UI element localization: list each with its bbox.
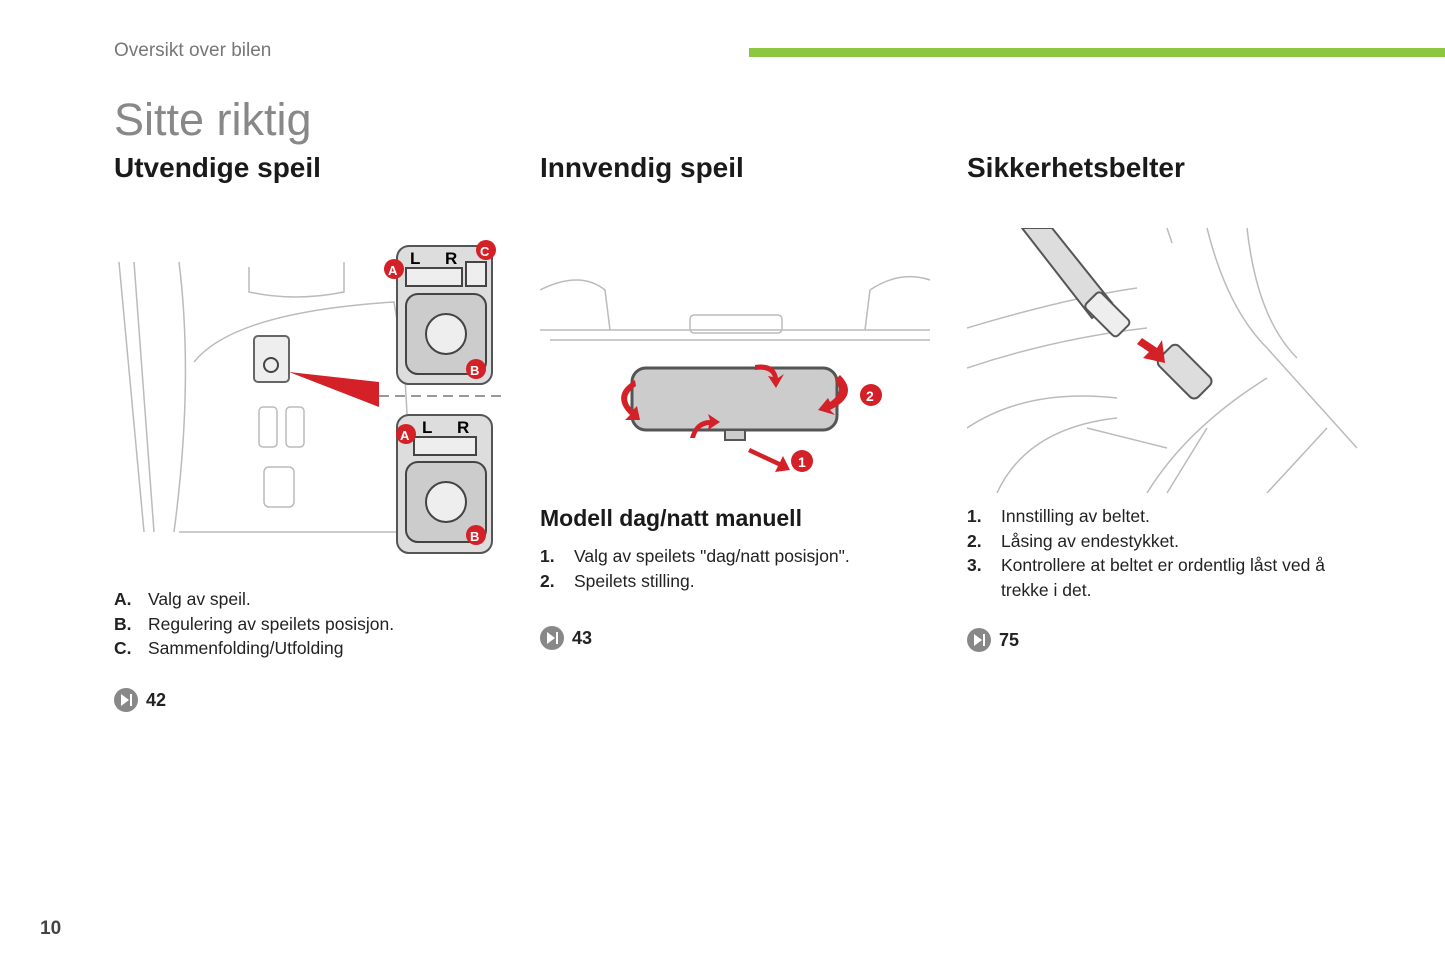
svg-text:R: R (457, 418, 469, 437)
section-label: Oversikt over bilen (114, 40, 272, 61)
list-item: A.Valg av speil. (114, 589, 251, 609)
mirror-control-bottom: L R A B (396, 414, 493, 554)
seatbelt-illustration (967, 228, 1358, 493)
list-item: 1.Valg av speilets "dag/natt posisjon". (540, 546, 850, 566)
svg-text:C: C (480, 244, 490, 259)
svg-text:R: R (445, 249, 457, 268)
mirror-control-top: L R A C B (384, 240, 496, 385)
list-item: B.Regulering av speilets posisjon. (114, 613, 395, 634)
heading-interior-mirror: Innvendig speil (540, 152, 744, 183)
page-reference-link[interactable]: 43 (540, 626, 592, 650)
svg-text:1: 1 (798, 454, 806, 470)
svg-text:L: L (422, 418, 432, 437)
interior-mirror-illustration: 2 1 (540, 275, 931, 472)
page-reference-link[interactable]: 42 (114, 688, 166, 712)
list-item: 3.Kontrollere at beltet er ordentlig lås… (967, 555, 1325, 600)
svg-text:B: B (470, 363, 479, 378)
interior-mirror-list: 1.Valg av speilets "dag/natt posisjon". … (540, 544, 850, 593)
svg-text:2: 2 (866, 388, 874, 404)
page-reference-link[interactable]: 75 (967, 628, 1019, 652)
list-item: 1.Innstilling av beltet. (967, 506, 1150, 526)
svg-text:L: L (410, 249, 420, 268)
subheading-day-night: Modell dag/natt manuell (540, 505, 802, 531)
page-title: Sitte riktig (114, 94, 312, 145)
svg-text:A: A (388, 263, 398, 278)
list-item: 2.Speilets stilling. (540, 570, 695, 591)
exterior-mirror-illustration: L R A C B L R A B (118, 240, 506, 554)
exterior-mirror-list: A.Valg av speil. B.Regulering av speilet… (114, 587, 394, 661)
accent-bar (749, 48, 1445, 57)
page-ref-icon (114, 688, 138, 712)
heading-seatbelts: Sikkerhetsbelter (967, 152, 1185, 183)
seatbelt-list: 1.Innstilling av beltet. 2.Låsing av end… (967, 504, 1357, 602)
page-number: 10 (40, 918, 62, 939)
page-ref-icon (540, 626, 564, 650)
list-item: 2.Låsing av endestykket. (967, 530, 1180, 551)
svg-text:A: A (400, 428, 410, 443)
heading-exterior-mirrors: Utvendige speil (114, 152, 321, 183)
page-ref-icon (967, 628, 991, 652)
svg-text:B: B (470, 529, 479, 544)
list-item: C.Sammenfolding/Utfolding (114, 638, 344, 658)
